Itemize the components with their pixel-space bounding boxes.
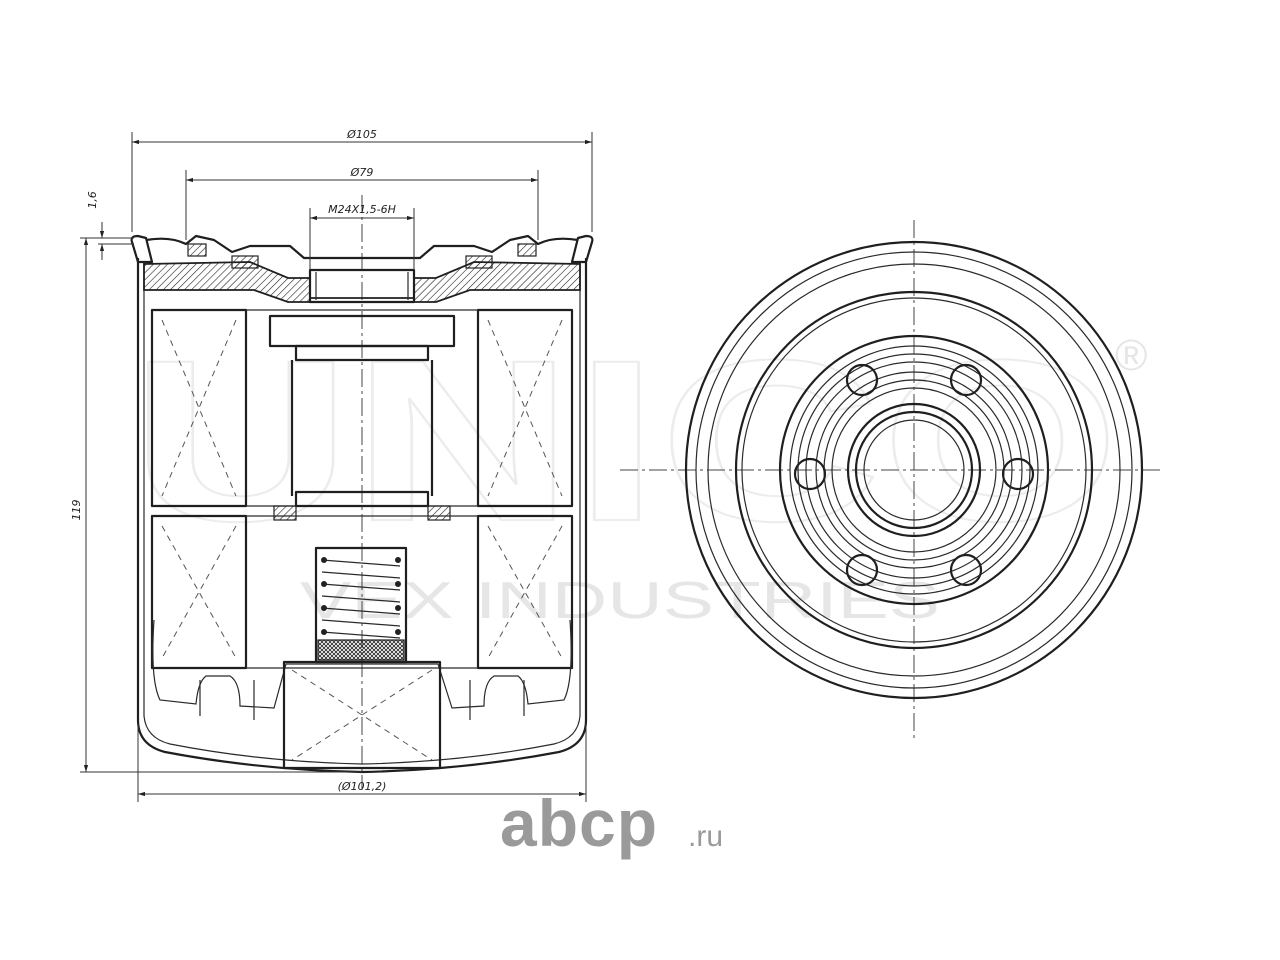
inlet-hole	[949, 553, 983, 587]
inlet-hole	[1001, 457, 1035, 491]
thread-boss	[308, 268, 416, 304]
dim-base-diameter: (Ø101,2)	[338, 780, 387, 793]
inlet-hole	[949, 363, 983, 397]
dim-outer-diameter: Ø105	[346, 128, 377, 141]
dim-plate-thickness: 1,6	[86, 191, 99, 209]
dim-thread: M24X1,5-6H	[328, 203, 396, 216]
watermark-brand: UNICO	[130, 312, 1120, 569]
bypass-valve-spring	[314, 546, 408, 664]
inlet-hole	[845, 363, 879, 397]
thread-outer-circle	[846, 402, 982, 538]
bottom-plate	[282, 660, 442, 770]
upper-filter-element	[150, 308, 574, 521]
base-plate-circle	[778, 334, 1050, 606]
dimensions: Ø105 Ø79 M24X1,5-6H 1,6 119 (Ø101,2)	[70, 128, 593, 802]
inlet-holes	[793, 363, 1035, 587]
watermark: UNICO ® VEX INDUSTRIES	[129, 311, 1147, 630]
dim-gasket-diameter: Ø79	[350, 166, 374, 179]
watermark-subtitle: VEX INDUSTRIES	[300, 572, 940, 630]
site-logo-tld: .ru	[688, 820, 723, 853]
site-logo: abcp .ru	[500, 786, 723, 860]
inlet-hole	[845, 553, 879, 587]
site-logo-name: abcp	[500, 786, 658, 860]
inlet-hole	[793, 457, 827, 491]
dim-height: 119	[70, 500, 83, 521]
gasket-ring-outer	[734, 290, 1094, 650]
filter-end-view	[620, 220, 1160, 740]
top-seam	[130, 234, 594, 264]
outer-rim	[684, 240, 1144, 700]
